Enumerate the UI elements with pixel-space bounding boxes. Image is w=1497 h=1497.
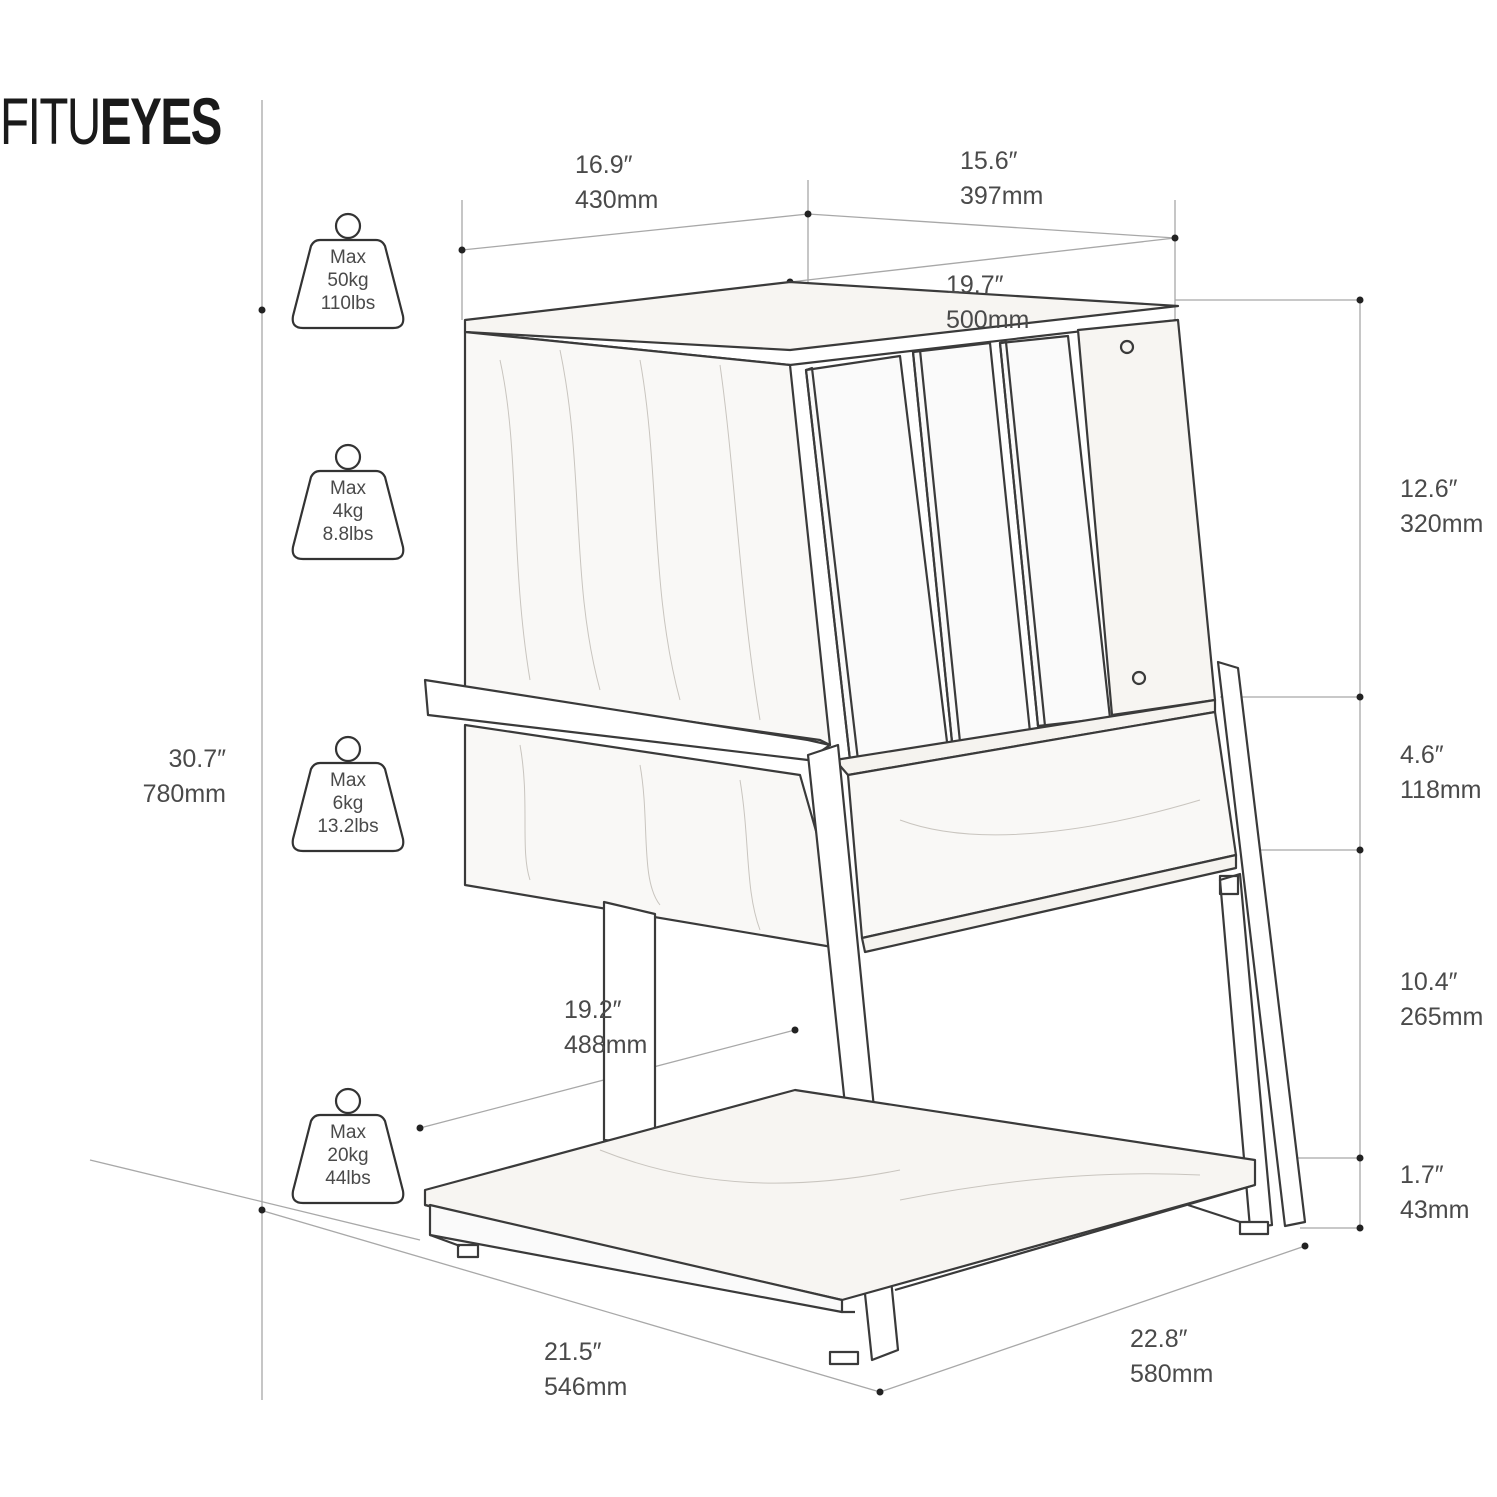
dimension-inner-depth-in: 19.2″ bbox=[564, 996, 622, 1024]
dimension-top-depth: 16.9″ 430mm bbox=[575, 148, 658, 218]
weight-lbs: 13.2lbs bbox=[317, 816, 379, 837]
weight-kg: 4kg bbox=[332, 501, 364, 522]
weight-lbs: 44lbs bbox=[325, 1168, 371, 1189]
wood-grain bbox=[499, 349, 1201, 1201]
dimension-total-height: 30.7″ 780mm bbox=[130, 742, 226, 812]
weight-max-label: Max bbox=[330, 770, 366, 791]
dimension-lines bbox=[89, 100, 1361, 1400]
weight-badge-dividers: Max 4kg 8.8lbs bbox=[290, 443, 406, 563]
weight-lbs: 8.8lbs bbox=[322, 524, 374, 545]
weight-kg: 20kg bbox=[327, 1145, 369, 1166]
weight-icon bbox=[291, 1087, 405, 1205]
dimension-total-height-in: 30.7″ bbox=[168, 745, 226, 773]
cabinet bbox=[423, 280, 1307, 1366]
dimension-lower-section: 10.4″ 265mm bbox=[1400, 965, 1483, 1035]
dimension-middle-section-mm: 118mm bbox=[1400, 776, 1482, 804]
dimension-lower-section-mm: 265mm bbox=[1400, 1003, 1484, 1031]
brand-logo-part2: EYES bbox=[99, 84, 222, 158]
brand-logo: FITUEYES bbox=[0, 88, 222, 154]
dimension-base-width-mm: 580mm bbox=[1130, 1360, 1214, 1388]
weight-kg: 50kg bbox=[327, 270, 369, 291]
weight-badge-top: Max 50kg 110lbs bbox=[290, 212, 406, 332]
dimension-base-depth: 21.5″ 546mm bbox=[544, 1335, 627, 1405]
weight-icon bbox=[291, 212, 405, 330]
brand-logo-part1: FITU bbox=[0, 84, 101, 158]
dimension-top-depth-in: 16.9″ bbox=[575, 151, 633, 179]
dimension-top-diagonal: 19.7″ 500mm bbox=[946, 268, 1029, 338]
dimension-base-height: 1.7″ 43mm bbox=[1400, 1158, 1469, 1228]
weight-icon bbox=[291, 735, 405, 853]
dimension-top-width-mm: 397mm bbox=[960, 182, 1044, 210]
weight-max-label: Max bbox=[330, 1122, 366, 1143]
dimension-base-height-mm: 43mm bbox=[1400, 1196, 1470, 1224]
dimension-base-height-in: 1.7″ bbox=[1400, 1161, 1444, 1189]
dimension-inner-depth: 19.2″ 488mm bbox=[564, 993, 647, 1063]
dimension-dots bbox=[258, 210, 1364, 1396]
dimension-top-depth-mm: 430mm bbox=[575, 186, 659, 214]
weight-icon bbox=[291, 443, 405, 561]
dimension-middle-section-in: 4.6″ bbox=[1400, 741, 1444, 769]
dimension-base-depth-in: 21.5″ bbox=[544, 1338, 602, 1366]
weight-badge-bottom: Max 20kg 44lbs bbox=[290, 1087, 406, 1207]
dimension-middle-section: 4.6″ 118mm bbox=[1400, 738, 1482, 808]
dimension-base-width-in: 22.8″ bbox=[1130, 1325, 1188, 1353]
weight-max-label: Max bbox=[330, 478, 366, 499]
weight-max-label: Max bbox=[330, 247, 366, 268]
weight-lbs: 110lbs bbox=[320, 293, 376, 314]
dimension-top-diagonal-in: 19.7″ bbox=[946, 271, 1004, 299]
dimension-top-diagonal-mm: 500mm bbox=[946, 306, 1030, 334]
dimension-top-width: 15.6″ 397mm bbox=[960, 144, 1043, 214]
dimension-top-width-in: 15.6″ bbox=[960, 147, 1018, 175]
dimension-base-depth-mm: 546mm bbox=[544, 1373, 628, 1401]
dimension-inner-depth-mm: 488mm bbox=[564, 1031, 648, 1059]
weight-kg: 6kg bbox=[332, 793, 364, 814]
dimension-base-width: 22.8″ 580mm bbox=[1130, 1322, 1213, 1392]
dimension-lower-section-in: 10.4″ bbox=[1400, 968, 1458, 996]
dimension-upper-section-in: 12.6″ bbox=[1400, 475, 1458, 503]
dimension-total-height-mm: 780mm bbox=[142, 780, 226, 808]
dimension-upper-section: 12.6″ 320mm bbox=[1400, 472, 1483, 542]
weight-badge-middle: Max 6kg 13.2lbs bbox=[290, 735, 406, 855]
dimension-upper-section-mm: 320mm bbox=[1400, 510, 1484, 538]
